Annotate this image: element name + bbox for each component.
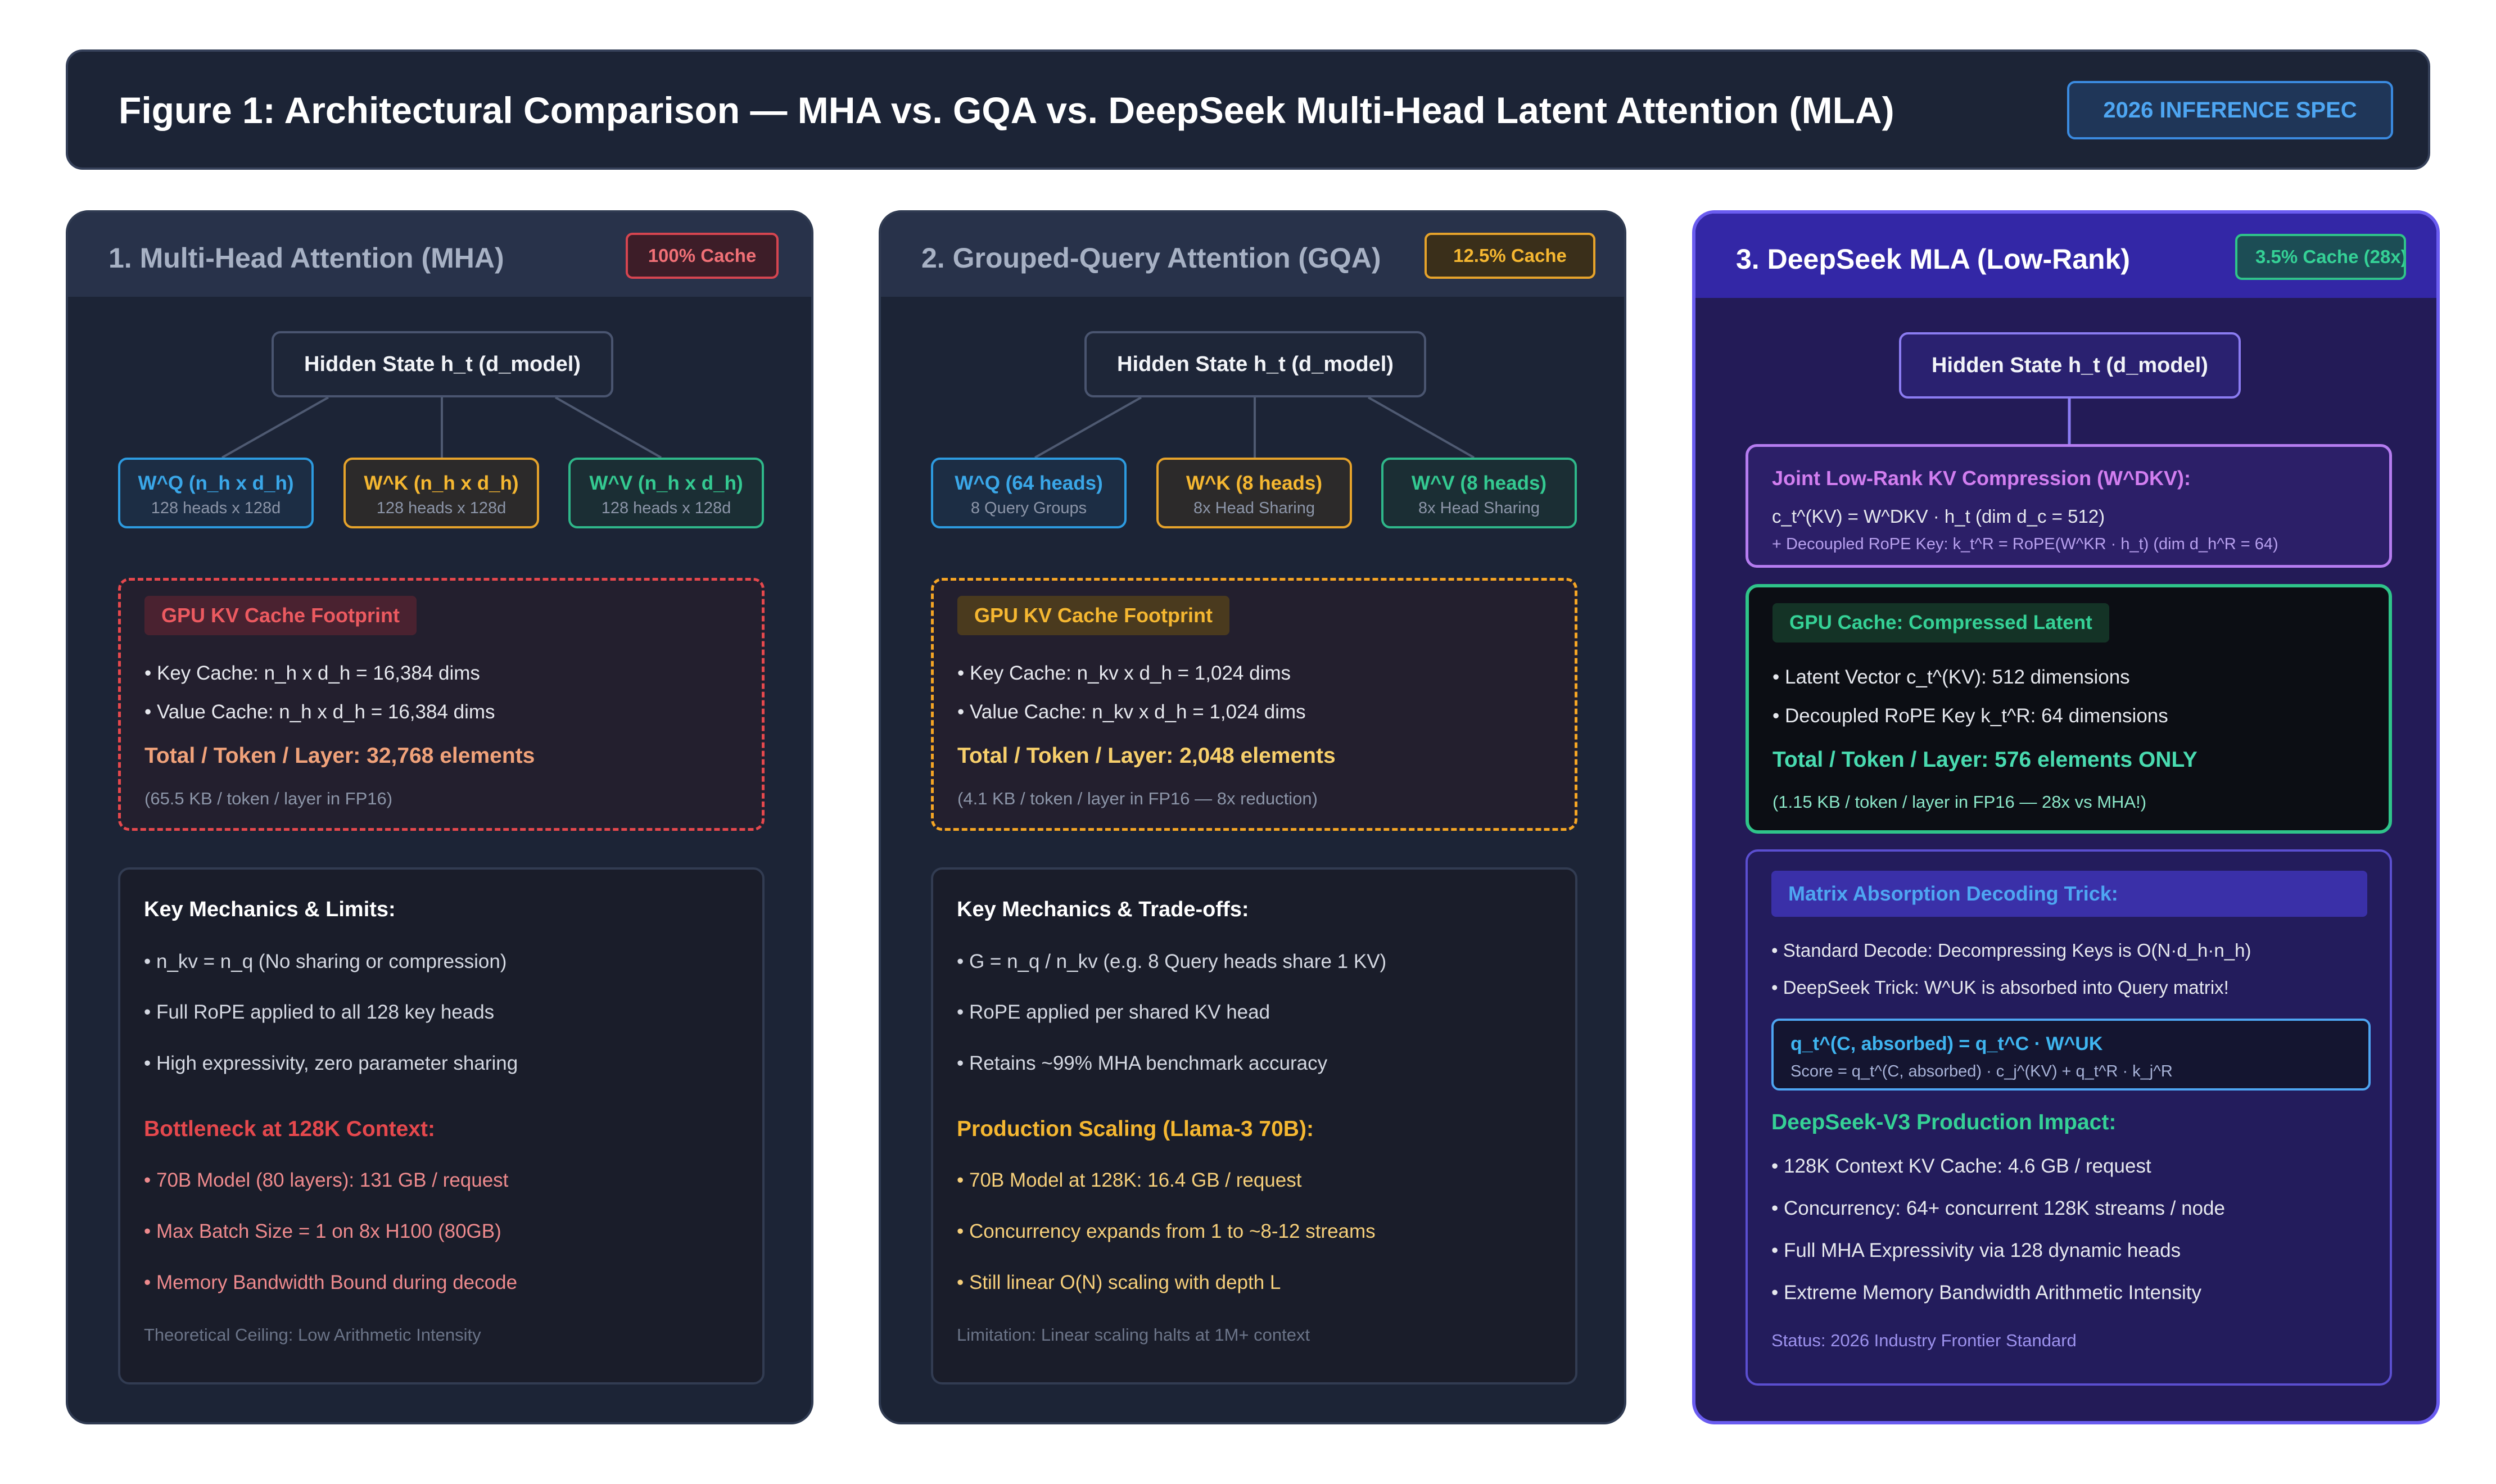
gqa-mech-bullet-3: • Retains ~99% MHA benchmark accuracy	[957, 1052, 1328, 1074]
mla-title: 3. DeepSeek MLA (Low-Rank)	[1736, 243, 2131, 275]
gqa-footer-note: Limitation: Linear scaling halts at 1M+ …	[957, 1325, 1310, 1345]
gqa-cache-chip: GPU KV Cache Footprint	[957, 596, 1230, 635]
mha-bottleneck-bullet-1: • 70B Model (80 layers): 131 GB / reques…	[144, 1169, 509, 1191]
gqa-wk-box: W^K (8 heads) 8x Head Sharing	[1156, 458, 1352, 528]
mla-impact-bullet-4: • Extreme Memory Bandwidth Arithmetic In…	[1771, 1282, 2202, 1304]
mla-cache-badge: 3.5% Cache (28x)	[2235, 234, 2406, 280]
mha-wv-title: W^V (n_h x d_h)	[589, 472, 743, 494]
gqa-wq-title: W^Q (64 heads)	[955, 472, 1103, 494]
mha-mech-title: Key Mechanics & Limits:	[144, 898, 396, 921]
gqa-mech-bullet-1: • G = n_q / n_kv (e.g. 8 Query heads sha…	[957, 951, 1387, 972]
mla-status-note: Status: 2026 Industry Frontier Standard	[1771, 1331, 2077, 1350]
mla-compression-box: Joint Low-Rank KV Compression (W^DKV): c…	[1746, 444, 2392, 568]
mla-matrix-bullet-2: • DeepSeek Trick: W^UK is absorbed into …	[1771, 977, 2229, 998]
mla-rope-formula: + Decoupled RoPE Key: k_t^R = RoPE(W^KR …	[1772, 535, 2278, 553]
mha-wq-box: W^Q (n_h x d_h) 128 heads x 128d	[118, 458, 314, 528]
mha-mech-bullet-3: • High expressivity, zero parameter shar…	[144, 1052, 518, 1074]
gqa-wk-title: W^K (8 heads)	[1186, 472, 1323, 494]
mla-impact-bullet-1: • 128K Context KV Cache: 4.6 GB / reques…	[1771, 1155, 2151, 1177]
gqa-wq-sub: 8 Query Groups	[970, 499, 1087, 517]
mla-absorbed-formula: q_t^(C, absorbed) = q_t^C · W^UK	[1790, 1033, 2103, 1055]
gqa-cache-total: Total / Token / Layer: 2,048 elements	[957, 744, 1336, 768]
mha-footer-note: Theoretical Ceiling: Low Arithmetic Inte…	[144, 1325, 481, 1345]
mha-cache-badge: 100% Cache	[626, 233, 779, 279]
mla-compressed-cache-box: GPU Cache: Compressed Latent • Latent Ve…	[1746, 584, 2392, 834]
gqa-value-cache-line: • Value Cache: n_kv x d_h = 1,024 dims	[957, 701, 1306, 723]
mha-cache-chip: GPU KV Cache Footprint	[144, 596, 417, 635]
mha-wk-sub: 128 heads x 128d	[376, 499, 507, 517]
mla-cache-note: (1.15 KB / token / layer in FP16 — 28x v…	[1772, 792, 2147, 812]
mha-bottleneck-bullet-3: • Memory Bandwidth Bound during decode	[144, 1272, 518, 1293]
mha-wq-title: W^Q (n_h x d_h)	[138, 472, 294, 494]
mla-impact-bullet-3: • Full MHA Expressivity via 128 dynamic …	[1771, 1239, 2181, 1261]
gqa-wq-box: W^Q (64 heads) 8 Query Groups	[931, 458, 1127, 528]
mla-connector	[2068, 399, 2071, 444]
mha-wk-box: W^K (n_h x d_h) 128 heads x 128d	[343, 458, 539, 528]
mha-mechanics-box: Key Mechanics & Limits: • n_kv = n_q (No…	[118, 867, 765, 1385]
mha-wk-title: W^K (n_h x d_h)	[364, 472, 519, 494]
mla-impact-bullet-2: • Concurrency: 64+ concurrent 128K strea…	[1771, 1197, 2225, 1219]
gqa-hidden-state: Hidden State h_t (d_model)	[1084, 331, 1426, 397]
gqa-mechanics-box: Key Mechanics & Trade-offs: • G = n_q / …	[931, 867, 1577, 1385]
mla-impact-title: DeepSeek-V3 Production Impact:	[1771, 1110, 2117, 1134]
gqa-connectors	[1034, 396, 1475, 459]
gqa-wk-sub: 8x Head Sharing	[1193, 499, 1315, 517]
mla-absorbed-formula-box: q_t^(C, absorbed) = q_t^C · W^UK Score =…	[1771, 1019, 2371, 1091]
inference-spec-badge: 2026 INFERENCE SPEC	[2067, 81, 2393, 139]
mha-bottleneck-title: Bottleneck at 128K Context:	[144, 1117, 435, 1141]
mha-cache-total: Total / Token / Layer: 32,768 elements	[144, 744, 535, 768]
gqa-mech-bullet-2: • RoPE applied per shared KV head	[957, 1001, 1270, 1023]
mha-key-cache-line: • Key Cache: n_h x d_h = 16,384 dims	[144, 662, 480, 684]
mla-hidden-state: Hidden State h_t (d_model)	[1899, 332, 2241, 399]
mla-cache-chip: GPU Cache: Compressed Latent	[1772, 603, 2109, 643]
mla-compression-title: Joint Low-Rank KV Compression (W^DKV):	[1772, 467, 2191, 490]
gqa-scaling-title: Production Scaling (Llama-3 70B):	[957, 1117, 1314, 1141]
mha-bottleneck-bullet-2: • Max Batch Size = 1 on 8x H100 (80GB)	[144, 1220, 501, 1242]
gqa-mech-title: Key Mechanics & Trade-offs:	[957, 898, 1249, 921]
mha-mech-bullet-2: • Full RoPE applied to all 128 key heads	[144, 1001, 495, 1023]
gqa-kv-cache-box: GPU KV Cache Footprint • Key Cache: n_kv…	[931, 578, 1577, 831]
mha-cache-note: (65.5 KB / token / layer in FP16)	[144, 789, 393, 808]
mha-wv-sub: 128 heads x 128d	[601, 499, 731, 517]
mla-panel: 3. DeepSeek MLA (Low-Rank) 3.5% Cache (2…	[1692, 210, 2440, 1424]
gqa-wv-sub: 8x Head Sharing	[1418, 499, 1540, 517]
gqa-title: 2. Grouped-Query Attention (GQA)	[921, 242, 1381, 274]
mla-rope-line: • Decoupled RoPE Key k_t^R: 64 dimension…	[1772, 705, 2168, 727]
gqa-cache-badge: 12.5% Cache	[1425, 233, 1595, 279]
figure-header	[66, 49, 2430, 170]
gqa-panel: 2. Grouped-Query Attention (GQA) 12.5% C…	[879, 210, 1626, 1424]
mha-value-cache-line: • Value Cache: n_h x d_h = 16,384 dims	[144, 701, 495, 723]
mla-matrix-box: Matrix Absorption Decoding Trick: • Stan…	[1746, 849, 2392, 1386]
figure-title: Figure 1: Architectural Comparison — MHA…	[119, 89, 1894, 131]
mla-latent-line: • Latent Vector c_t^(KV): 512 dimensions	[1772, 666, 2130, 688]
mha-title: 1. Multi-Head Attention (MHA)	[108, 242, 504, 274]
gqa-scaling-bullet-1: • 70B Model at 128K: 16.4 GB / request	[957, 1169, 1302, 1191]
mha-connectors	[221, 396, 662, 459]
mha-wv-box: W^V (n_h x d_h) 128 heads x 128d	[568, 458, 764, 528]
mha-kv-cache-box: GPU KV Cache Footprint • Key Cache: n_h …	[118, 578, 765, 831]
mla-cache-total: Total / Token / Layer: 576 elements ONLY	[1772, 748, 2197, 772]
mha-panel: 1. Multi-Head Attention (MHA) 100% Cache…	[66, 210, 813, 1424]
gqa-key-cache-line: • Key Cache: n_kv x d_h = 1,024 dims	[957, 662, 1291, 684]
gqa-cache-note: (4.1 KB / token / layer in FP16 — 8x red…	[957, 789, 1318, 808]
gqa-wv-box: W^V (8 heads) 8x Head Sharing	[1381, 458, 1577, 528]
mla-matrix-bullet-1: • Standard Decode: Decompressing Keys is…	[1771, 940, 2251, 961]
gqa-scaling-bullet-2: • Concurrency expands from 1 to ~8-12 st…	[957, 1220, 1376, 1242]
gqa-scaling-bullet-3: • Still linear O(N) scaling with depth L	[957, 1272, 1281, 1293]
mla-score-formula: Score = q_t^(C, absorbed) · c_j^(KV) + q…	[1790, 1062, 2173, 1080]
mla-compression-formula: c_t^(KV) = W^DKV · h_t (dim d_c = 512)	[1772, 506, 2105, 527]
mla-matrix-chip: Matrix Absorption Decoding Trick:	[1771, 871, 2367, 917]
mha-hidden-state: Hidden State h_t (d_model)	[272, 331, 613, 397]
gqa-wv-title: W^V (8 heads)	[1411, 472, 1547, 494]
mha-wq-sub: 128 heads x 128d	[151, 499, 281, 517]
mha-mech-bullet-1: • n_kv = n_q (No sharing or compression)	[144, 951, 507, 972]
